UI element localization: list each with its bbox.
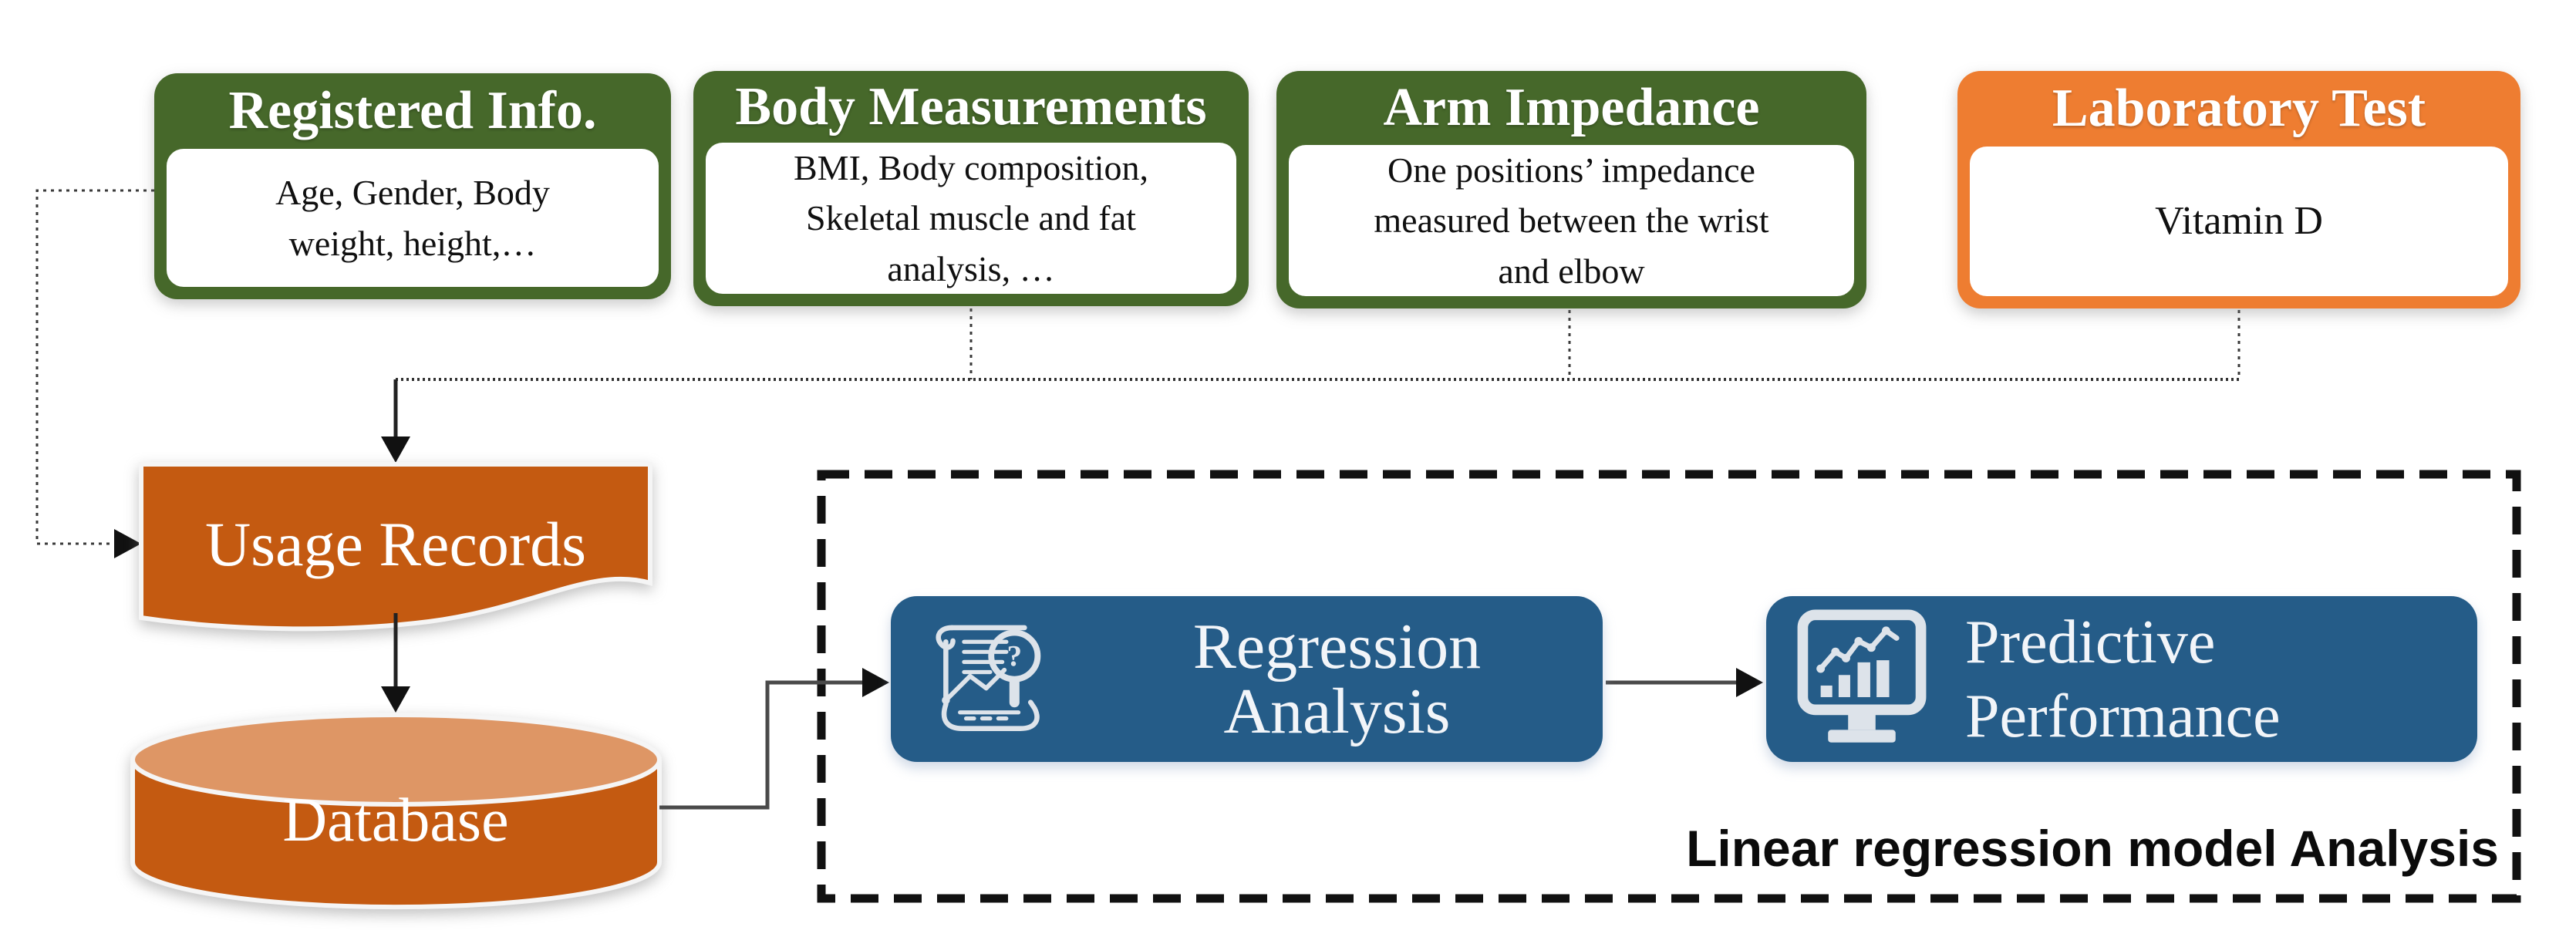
laboratory-test-body: Vitamin D — [1970, 147, 2508, 296]
body-measurements-header: Body Measurements — [735, 76, 1207, 137]
source-card-registered-info: Registered Info. Age, Gender, Body weigh… — [154, 73, 671, 299]
registered-info-header: Registered Info. — [228, 81, 597, 140]
arrowhead-into-database — [381, 686, 410, 713]
source-card-laboratory-test: Laboratory Test Vitamin D — [1957, 71, 2520, 308]
source-card-body-measurements: Body Measurements BMI, Body composition,… — [693, 71, 1249, 306]
body-measurements-body: BMI, Body composition, Skeletal muscle a… — [706, 143, 1236, 294]
connector-regression-to-predictive — [1606, 668, 1763, 697]
arrowhead-into-predictive — [1736, 668, 1763, 697]
magnifier-question-glyph: ? — [1007, 640, 1023, 673]
arm-impedance-body: One positions’ impedance measured betwee… — [1289, 145, 1854, 296]
arrowhead-into-usage-left — [114, 529, 141, 558]
laboratory-test-header: Laboratory Test — [2052, 79, 2426, 138]
regression-analysis-label: Regression Analysis — [1192, 610, 1482, 747]
analysis-container-label: Linear regression model Analysis — [1686, 820, 2499, 877]
database-label: Database — [282, 787, 508, 854]
predictive-performance-box: Predictive Performance — [1766, 596, 2477, 762]
analysis-container-border — [817, 470, 2521, 903]
connector-database-to-regression — [659, 668, 889, 810]
usage-records-label: Usage Records — [205, 509, 586, 579]
arm-impedance-header: Arm Impedance — [1383, 78, 1760, 138]
connector-usage-to-database — [381, 613, 410, 713]
predictive-performance-label: Predictive Performance — [1965, 608, 2281, 750]
performance-monitor-chart-icon — [1792, 605, 1931, 753]
connector-bus-to-usage — [381, 379, 410, 463]
regression-analysis-box: ? Regression Analysis — [891, 596, 1603, 762]
arrowhead-into-usage-top — [381, 436, 410, 463]
usage-records-shape: Usage Records — [139, 462, 652, 632]
arrowhead-into-regression — [862, 668, 889, 697]
connector-registered-to-usage — [35, 189, 154, 558]
regression-report-magnifier-icon: ? — [922, 612, 1053, 747]
source-card-arm-impedance: Arm Impedance One positions’ impedance m… — [1276, 71, 1866, 308]
database-shape: Database — [130, 713, 662, 910]
registered-info-body: Age, Gender, Body weight, height,… — [167, 149, 659, 287]
